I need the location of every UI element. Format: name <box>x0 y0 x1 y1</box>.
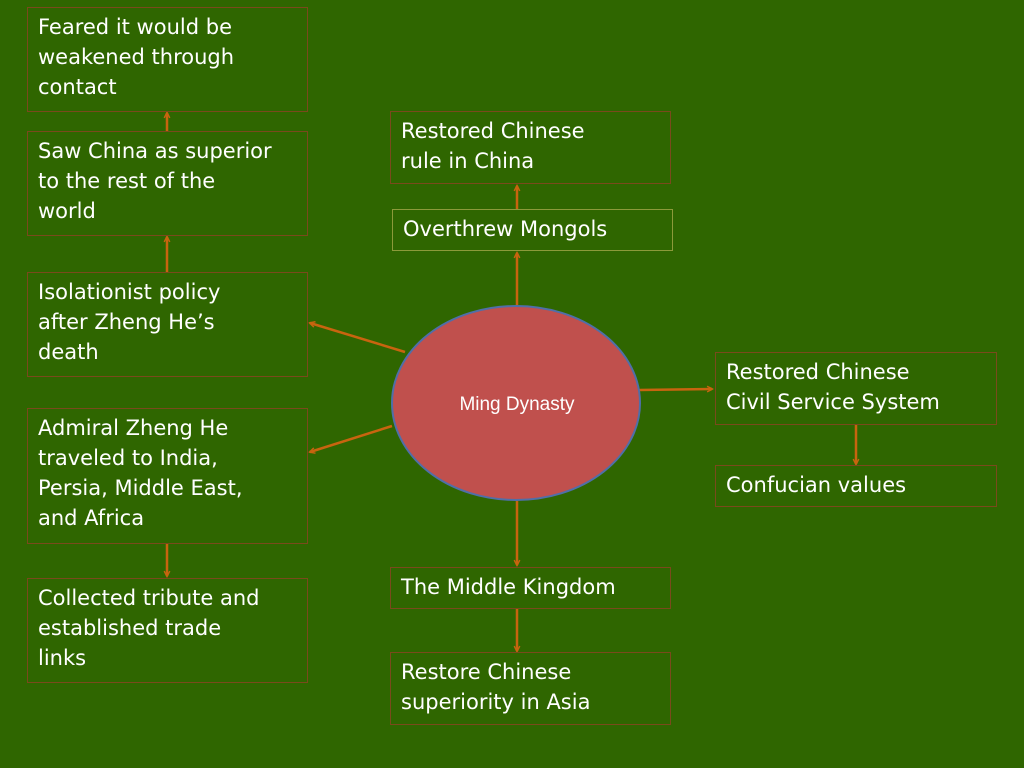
node-collected-tribute: Collected tribute and established trade … <box>27 578 308 683</box>
center-ellipse <box>391 305 641 501</box>
arrow-center-to-isolationist <box>310 323 406 354</box>
node-admiral-zheng-he: Admiral Zheng He traveled to India, Pers… <box>27 408 308 544</box>
arrow-center-to-admiral <box>310 424 393 452</box>
node-isolationist-policy: Isolationist policy after Zheng He’s dea… <box>27 272 308 377</box>
center-label: Ming Dynasty <box>459 394 575 415</box>
node-saw-china-superior: Saw China as superior to the rest of the… <box>27 131 308 236</box>
node-restored-chinese-rule: Restored Chinese rule in China <box>390 111 671 184</box>
node-overthrew-mongols: Overthrew Mongols <box>392 209 673 251</box>
node-confucian-values: Confucian values <box>715 465 997 507</box>
node-feared-weakened: Feared it would be weakened through cont… <box>27 7 308 112</box>
node-restore-superiority: Restore Chinese superiority in Asia <box>390 652 671 725</box>
arrow-center-to-civil-service <box>638 389 712 390</box>
node-middle-kingdom: The Middle Kingdom <box>390 567 671 609</box>
node-civil-service-system: Restored Chinese Civil Service System <box>715 352 997 425</box>
